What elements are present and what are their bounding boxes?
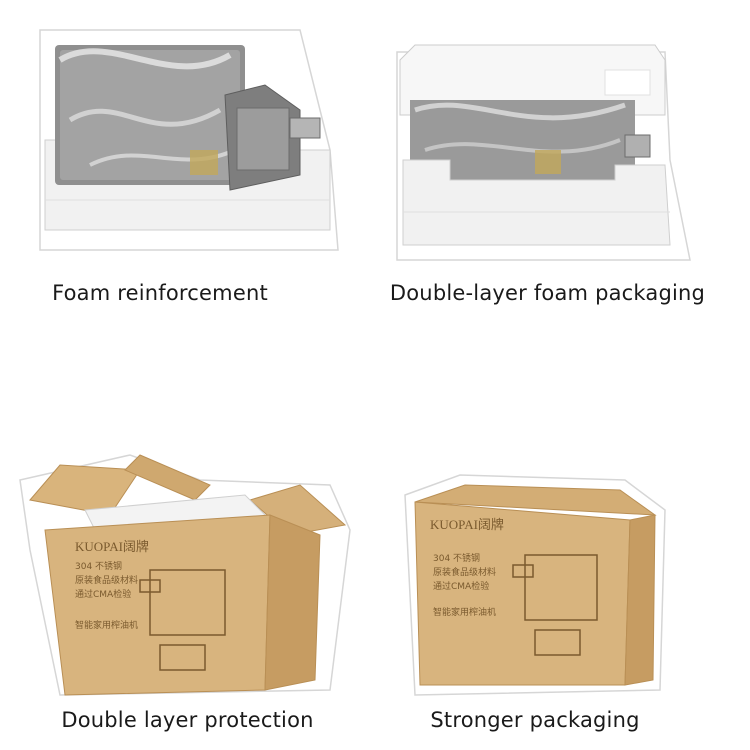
double-layer-foam-image: [396, 44, 691, 261]
box-footer-left: 智能家用榨油机: [75, 621, 139, 631]
open-box-image: [19, 454, 351, 696]
box-brand-left: KUOPAI阔牌: [75, 539, 149, 554]
panel-stronger-packaging: KUOPAI阔牌 304 不锈钢 原装食品级材料 通过CMA检验 智能家用榨油机…: [375, 440, 750, 750]
box-footer-right: 智能家用榨油机: [433, 608, 497, 618]
box-spec-text-right: 304 不锈钢 原装食品级材料 通过CMA检验: [433, 554, 497, 592]
foam-reinforcement-image: [39, 29, 339, 251]
panel-double-layer-protection: KUOPAI阔牌 304 不锈钢 原装食品级材料 通过CMA检验 智能家用榨油机…: [0, 440, 375, 750]
panel-double-layer-foam: Double-layer foam packaging: [375, 0, 750, 320]
box-spec-text-left: 304 不锈钢 原装食品级材料 通过CMA检验: [75, 562, 139, 600]
caption-double-layer-foam: Double-layer foam packaging: [389, 281, 706, 305]
box-brand-right: KUOPAI阔牌: [430, 517, 504, 532]
caption-double-layer-protection: Double layer protection: [61, 708, 314, 732]
caption-stronger-packaging: Stronger packaging: [430, 708, 640, 732]
caption-foam-reinforcement: Foam reinforcement: [52, 281, 268, 305]
panel-foam-reinforcement: Foam reinforcement: [0, 0, 375, 320]
closed-box-image: [404, 474, 666, 696]
